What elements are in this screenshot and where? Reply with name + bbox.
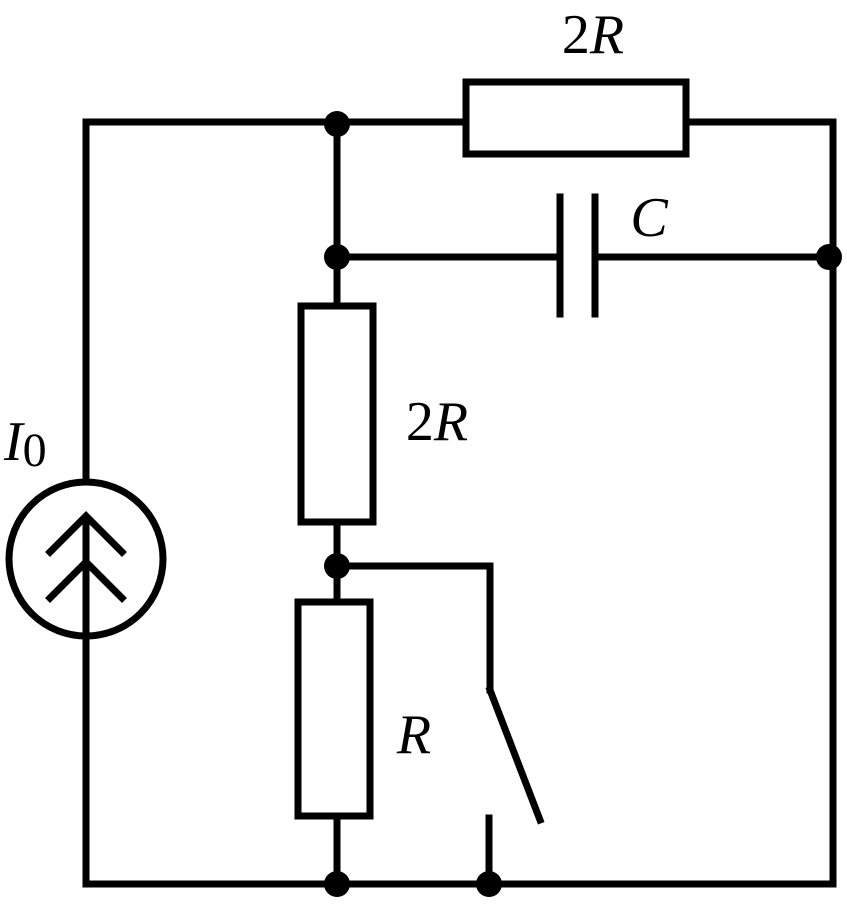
wires xyxy=(82,118,837,888)
junctions xyxy=(324,111,842,897)
current-source-subscript: 0 xyxy=(23,424,47,477)
bottom-resistor-label: R xyxy=(396,704,431,766)
junction-top-center xyxy=(324,111,350,137)
junction-cap-left xyxy=(324,244,350,270)
current-source-label: I0 xyxy=(3,411,47,477)
current-source-arrow-lower xyxy=(45,557,127,603)
middle-resistor xyxy=(297,302,377,526)
middle-resistor-label: 2R xyxy=(406,391,468,453)
junction-cap-right xyxy=(816,244,842,270)
junction-bottom-switch xyxy=(476,871,502,897)
current-source-arrow-upper xyxy=(45,511,127,557)
junction-switch-top xyxy=(324,553,350,579)
bottom-resistor xyxy=(294,598,374,820)
top-resistor xyxy=(462,78,690,158)
top-resistor-label: 2R xyxy=(562,4,624,66)
switch-blade xyxy=(485,685,545,825)
capacitor-label: C xyxy=(630,187,668,249)
capacitor xyxy=(556,193,599,318)
current-source xyxy=(5,478,167,640)
current-source-symbol: I xyxy=(3,411,25,473)
junction-bottom-center xyxy=(324,871,350,897)
